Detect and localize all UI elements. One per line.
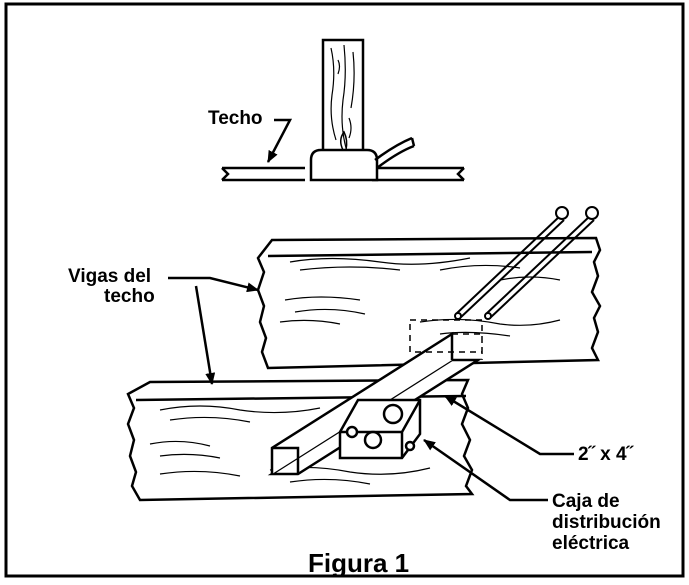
label-ceiling: Techo	[208, 108, 263, 129]
label-joists-line2: techo	[104, 286, 155, 307]
figure-frame	[4, 2, 685, 578]
ceiling-section	[221, 38, 465, 182]
box-leader	[423, 438, 548, 502]
label-joists-line1: Vigas del	[68, 266, 151, 287]
nails	[454, 206, 599, 320]
upper-joist	[256, 236, 602, 370]
lumber-leader	[444, 394, 574, 456]
label-lumber: 2˝ x 4˝	[578, 444, 635, 465]
label-box-line2: distribución	[552, 512, 661, 533]
ceiling-leader	[266, 118, 293, 163]
joist-leader-lower	[194, 285, 216, 385]
electrical-box-section	[309, 148, 379, 182]
electrical-box	[338, 398, 422, 460]
label-box-line1: Caja de	[552, 491, 620, 512]
joist-leader-upper	[168, 276, 259, 293]
figure-caption: Figura 1	[308, 548, 409, 578]
label-box-line3: eléctrica	[552, 533, 630, 554]
